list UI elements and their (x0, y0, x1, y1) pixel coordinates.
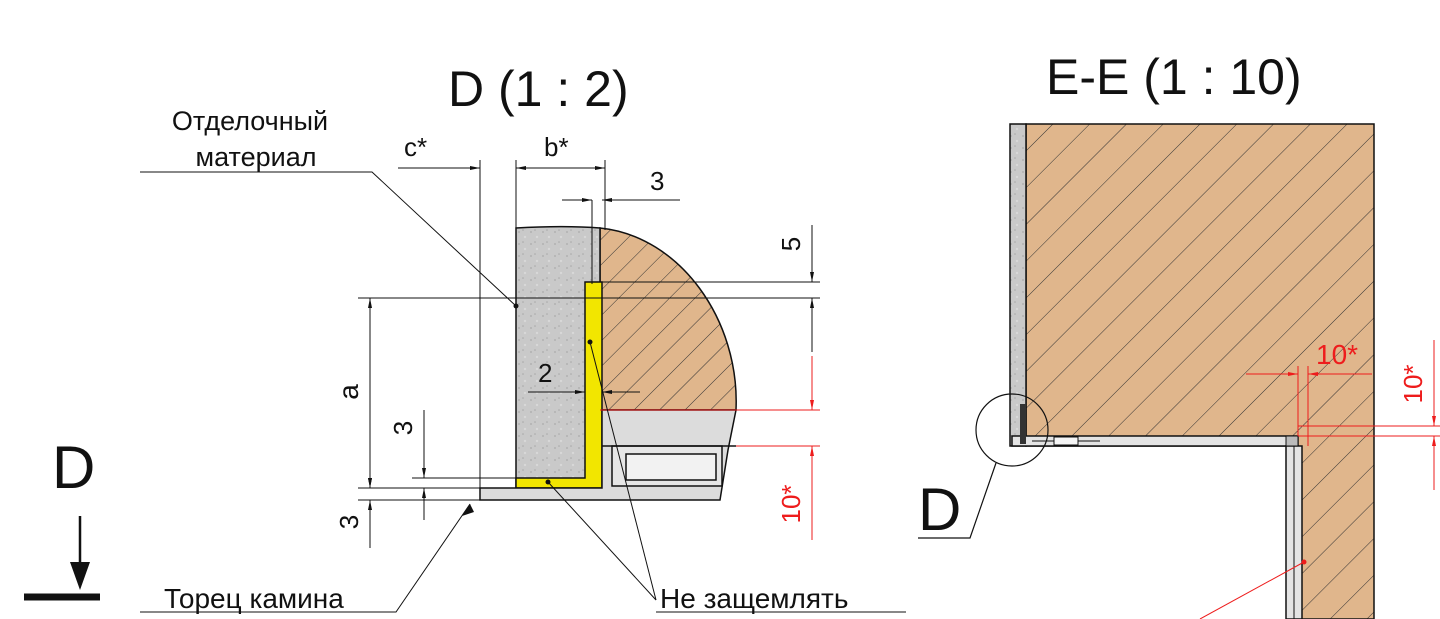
view-marker-arrow-head (70, 562, 90, 590)
wood-hatch (599, 227, 737, 411)
detail-d: c* b* 3 5 a 2 3 3 10* (140, 61, 906, 614)
section-corner-profile (1020, 404, 1026, 444)
callout-leader (918, 462, 997, 539)
extension-lines (358, 160, 820, 501)
leader-arrow-end (462, 504, 474, 516)
section-ee: E-E (1 : 10) 10* 10* D (918, 49, 1440, 619)
leader-dot-finish (513, 303, 519, 309)
dim-10-label: 10* (776, 484, 806, 523)
callout-letter: D (918, 476, 961, 543)
dim-3-top-label: 3 (650, 166, 664, 196)
dim-2-label: 2 (538, 358, 552, 388)
section-ee-title: E-E (1 : 10) (1046, 49, 1302, 105)
do-not-clamp-label: Не защемлять (660, 583, 848, 614)
ee-dim-v-label: 10* (1398, 364, 1428, 403)
panel-inner-frame (625, 453, 717, 481)
dim-3-left-label: 3 (388, 421, 418, 435)
dim-c-label: c* (404, 132, 427, 162)
ee-red-leader (1199, 561, 1305, 619)
ee-dim-h-label: 10* (1316, 339, 1358, 370)
section-concrete-strip (1009, 123, 1027, 447)
section-corner-block (1285, 435, 1299, 447)
fireplace-end-label: Торец камина (164, 583, 344, 614)
dim-a-label: a (333, 384, 364, 400)
detail-d-title: D (1 : 2) (448, 61, 629, 117)
dim-b-label: b* (544, 132, 569, 162)
leaders (140, 171, 906, 613)
ee-red-leader-dot (1301, 559, 1307, 565)
view-marker-letter: D (52, 434, 95, 501)
section-wood-hatch (1025, 123, 1375, 619)
dim-3-bottom-label: 3 (334, 515, 364, 529)
leader-dot-gap (587, 339, 593, 345)
finish-material-label-2: материал (196, 142, 317, 172)
finish-material-label-1: Отделочный (172, 106, 328, 136)
dim-5-label: 5 (776, 237, 806, 251)
section-panel-clip (1053, 436, 1079, 446)
view-marker: D (24, 434, 100, 601)
callout-circle (975, 393, 1049, 467)
leader-dot-profile (545, 479, 551, 485)
